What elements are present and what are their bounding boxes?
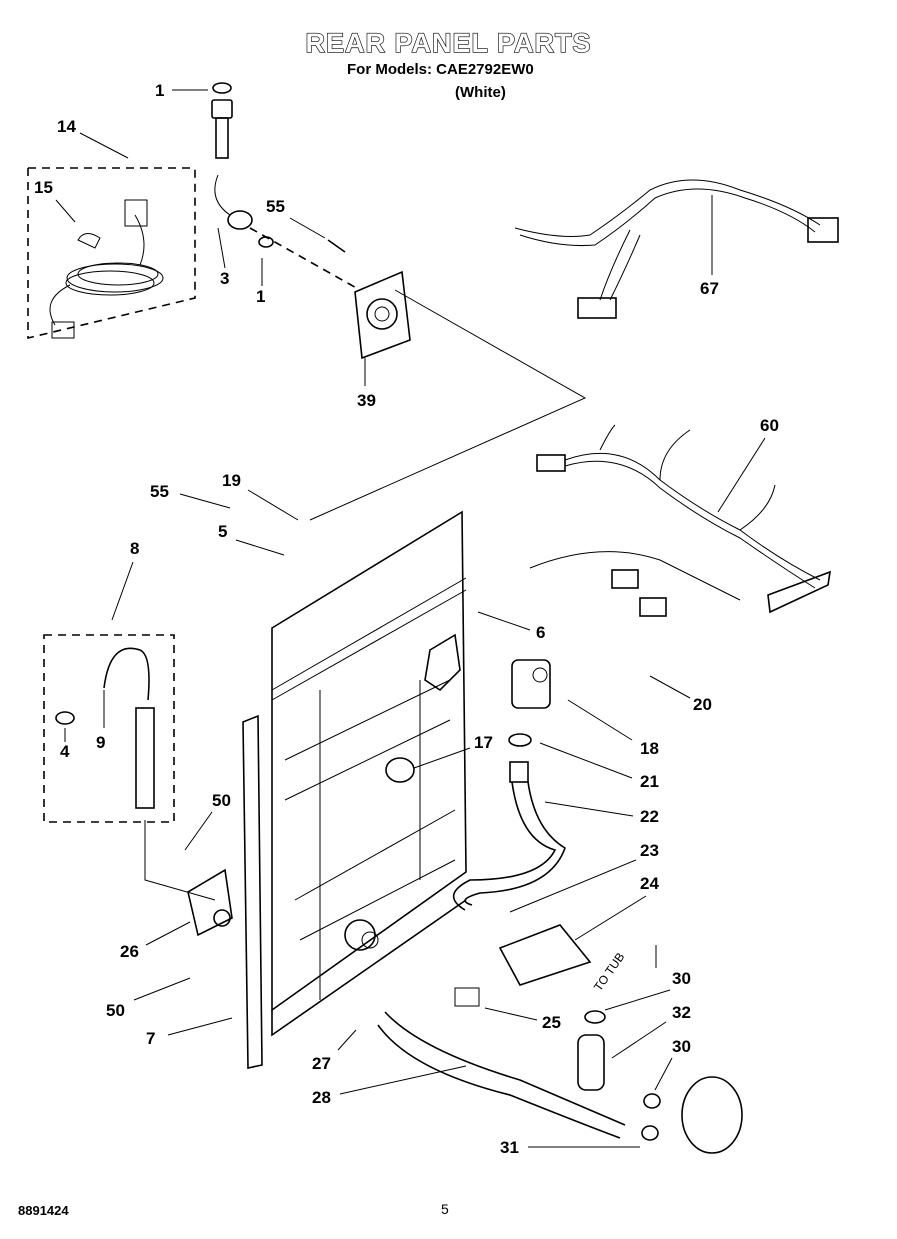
callout-25: 25 — [542, 1013, 561, 1032]
fill-hose-22 — [452, 761, 566, 911]
callout-26: 26 — [120, 942, 139, 961]
callout-14: 14 — [57, 117, 76, 136]
callout-30b: 30 — [672, 1037, 691, 1056]
callout-39: 39 — [357, 391, 376, 410]
rear-panel — [271, 510, 467, 1037]
callout-3: 3 — [220, 269, 229, 288]
wire-harness-67 — [514, 179, 839, 319]
callout-17: 17 — [474, 733, 493, 752]
callout-50b: 50 — [106, 1001, 125, 1020]
callout-15: 15 — [34, 178, 53, 197]
drain-hose-28-32 — [377, 1010, 743, 1154]
callout-7: 7 — [146, 1029, 155, 1048]
power-cord-group — [27, 167, 196, 340]
model-line: For Models: CAE2792EW0 — [347, 61, 534, 78]
color-line: (White) — [455, 84, 506, 101]
callout-1b: 1 — [256, 287, 265, 306]
callout-6: 6 — [536, 623, 545, 642]
callout-4: 4 — [60, 742, 70, 761]
callout-30a: 30 — [672, 969, 691, 988]
callout-27: 27 — [312, 1054, 331, 1073]
bracket-26 — [187, 868, 233, 937]
page-title: REAR PANEL PARTS — [305, 27, 592, 58]
callout-28: 28 — [312, 1088, 331, 1107]
callout-labels: 1 14 15 3 1 55 39 67 60 19 55 5 8 6 20 1… — [34, 81, 779, 1157]
callout-31: 31 — [500, 1138, 519, 1157]
callout-50a: 50 — [212, 791, 231, 810]
water-valve-18 — [508, 659, 551, 747]
callout-18: 18 — [640, 739, 659, 758]
svg-text:TO TUB: TO TUB — [591, 950, 627, 994]
callout-32: 32 — [672, 1003, 691, 1022]
callout-60: 60 — [760, 416, 779, 435]
bracket-24 — [454, 924, 592, 1007]
callout-22: 22 — [640, 807, 659, 826]
page-number: 5 — [441, 1201, 449, 1217]
callout-8: 8 — [130, 539, 139, 558]
to-tub-note: TO TUB — [591, 950, 627, 994]
mounting-plate — [309, 239, 587, 521]
callout-55a: 55 — [266, 197, 285, 216]
callout-67: 67 — [700, 279, 719, 298]
wire-harness-60 — [529, 424, 831, 617]
callout-1a: 1 — [155, 81, 164, 100]
callout-21: 21 — [640, 772, 659, 791]
callout-19: 19 — [222, 471, 241, 490]
callout-20: 20 — [693, 695, 712, 714]
callout-23: 23 — [640, 841, 659, 860]
drain-hose-group-8 — [43, 634, 216, 901]
document-code: 8891424 — [18, 1203, 69, 1218]
callout-9: 9 — [96, 733, 105, 752]
callout-5: 5 — [218, 522, 227, 541]
side-channel-7 — [242, 714, 263, 1069]
inlet-fitting-group — [211, 82, 361, 291]
callout-55b: 55 — [150, 482, 169, 501]
callout-24: 24 — [640, 874, 659, 893]
